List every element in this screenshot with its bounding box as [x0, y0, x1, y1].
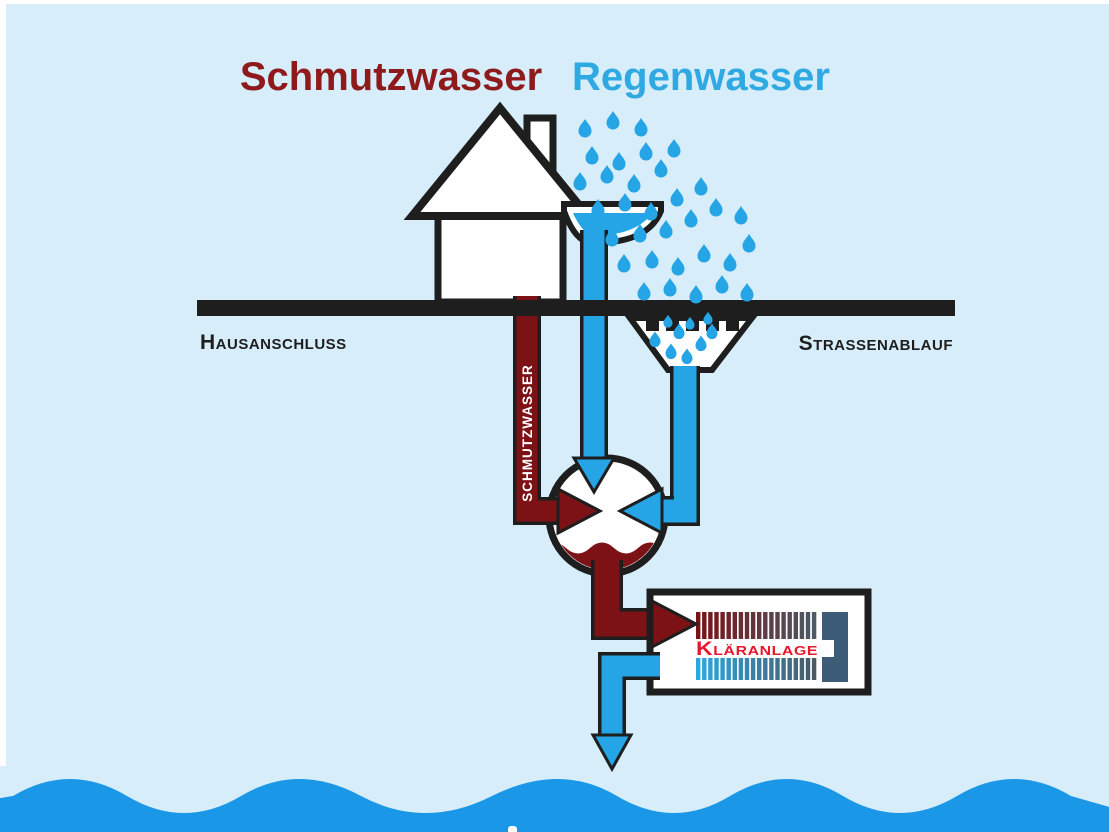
plant-stripe — [726, 658, 731, 680]
plant-stripe — [775, 658, 780, 680]
plant-stripe — [738, 612, 744, 639]
label-hausanschluss: Hausanschluss — [200, 331, 347, 354]
plant-stripe — [757, 612, 762, 639]
plant-stripe — [799, 658, 805, 680]
house — [403, 101, 597, 306]
street-drain-arrow — [616, 486, 674, 536]
plant-stripe — [708, 658, 713, 680]
house-body — [434, 201, 567, 306]
plant-stripe — [696, 658, 701, 680]
clean-water-outflow — [590, 652, 660, 773]
plant-stripe — [781, 658, 786, 680]
plant-stripe — [787, 658, 792, 680]
plant-stripe — [726, 612, 731, 639]
top-edge — [0, 0, 1109, 4]
plant-stripe — [799, 612, 805, 639]
road-bar — [197, 300, 955, 316]
title-schmutzwasser: Schmutzwasser — [240, 55, 542, 99]
plant-stripe — [696, 612, 701, 639]
plant-stripe — [787, 612, 792, 639]
plant-stripe — [793, 612, 798, 639]
plant-stripe — [702, 612, 707, 639]
plant-stripe — [714, 658, 719, 680]
plant-stripe — [805, 612, 811, 639]
plant-stripe — [750, 658, 756, 680]
plant-stripe — [757, 658, 762, 680]
plant-stripes-clean — [696, 658, 817, 680]
plant-stripe — [811, 658, 817, 680]
plant-stripe — [732, 658, 737, 680]
plant-stripe — [775, 612, 780, 639]
plant-inflow-arrow — [650, 598, 700, 650]
dirty-water-arrow — [540, 486, 604, 536]
plant-stripe — [702, 658, 707, 680]
plant-stripe — [720, 612, 725, 639]
plant-stripe — [714, 612, 719, 639]
plant-label: Kläranlage — [696, 639, 818, 660]
receiving-water-wave — [0, 779, 1109, 832]
plant-stripes-dirty — [696, 612, 817, 639]
plant-stripe — [769, 658, 774, 680]
plant-stripe — [811, 612, 817, 639]
plant-stripe — [744, 612, 750, 639]
label-pipe-schmutzwasser: SCHMUTZWASSER — [520, 364, 535, 502]
plant-stripe — [769, 612, 774, 639]
left-edge — [0, 0, 6, 766]
label-strassenablauf: Strassenablauf — [799, 332, 953, 355]
plant-stripe — [763, 658, 768, 680]
water-text-fragment — [508, 826, 517, 832]
treatment-plant: Kläranlage — [646, 588, 872, 696]
plant-stripe — [744, 658, 750, 680]
plant-stripe — [720, 658, 725, 680]
plant-stripe — [781, 612, 786, 639]
plant-stripe — [750, 612, 756, 639]
plant-stripe — [763, 612, 768, 639]
house-roof — [403, 101, 597, 220]
chamber-outflow-pipe — [591, 560, 654, 640]
plant-stripe — [708, 612, 713, 639]
funnel-water — [573, 213, 652, 235]
plant-outlet-notch — [822, 640, 834, 657]
plant-stripe — [793, 658, 798, 680]
title-regenwasser: Regenwasser — [572, 55, 830, 99]
plant-stripe — [738, 658, 744, 680]
rain-downpipe-arrow — [571, 446, 617, 495]
plant-stripe — [805, 658, 811, 680]
plant-stripe — [732, 612, 737, 639]
